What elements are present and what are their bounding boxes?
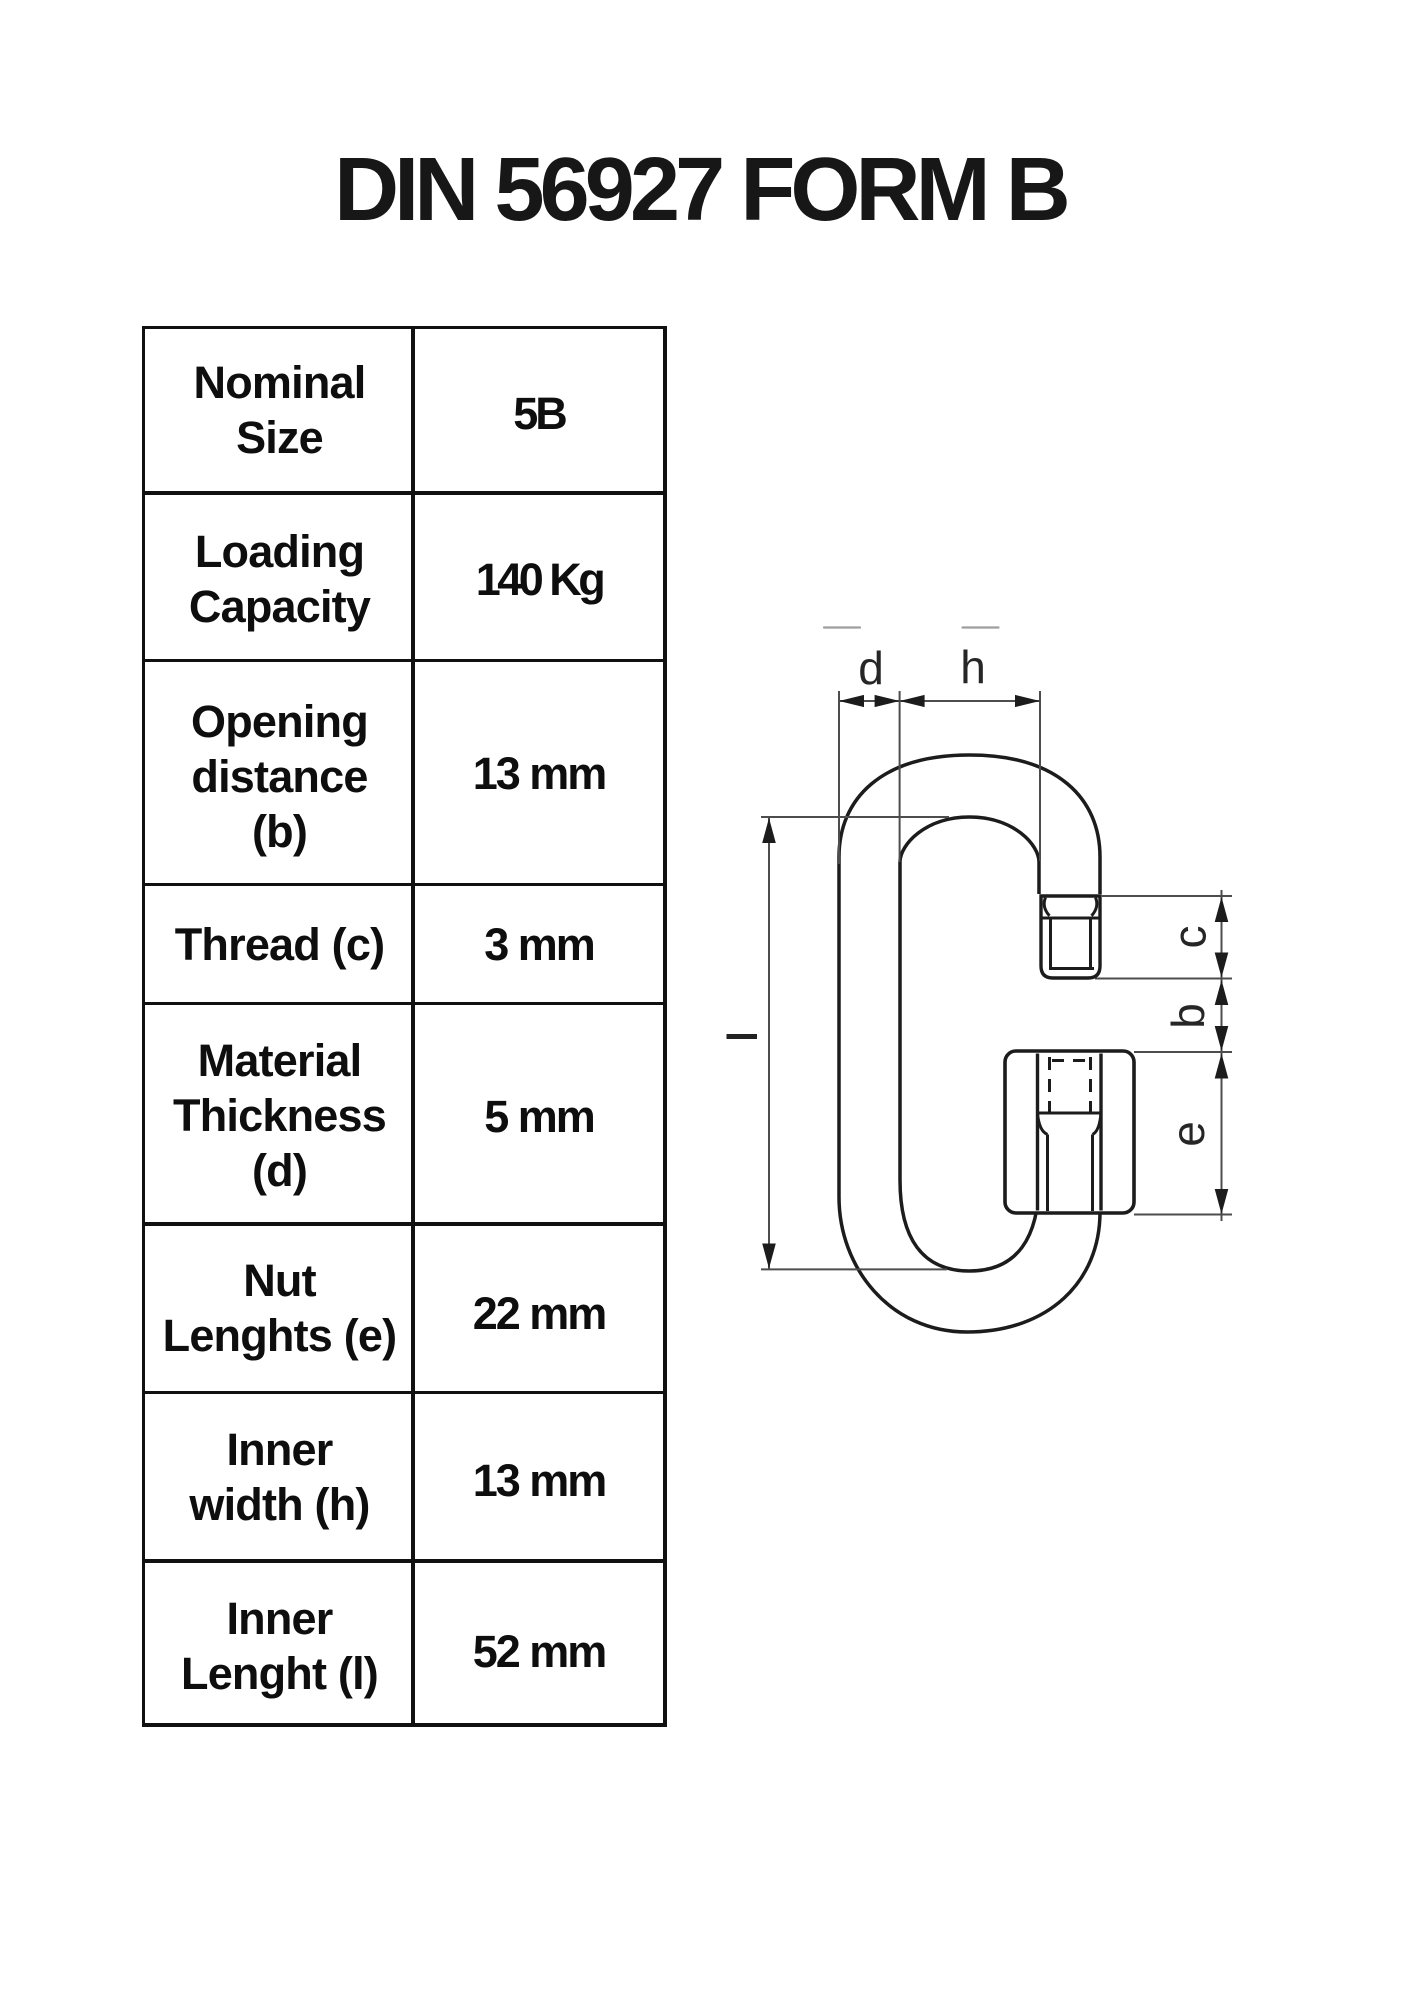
svg-text:c: c: [1164, 926, 1216, 949]
svg-text:e: e: [1162, 1121, 1214, 1147]
svg-text:b: b: [1162, 1003, 1214, 1029]
svg-text:h: h: [960, 641, 986, 693]
svg-text:d: d: [858, 642, 884, 694]
